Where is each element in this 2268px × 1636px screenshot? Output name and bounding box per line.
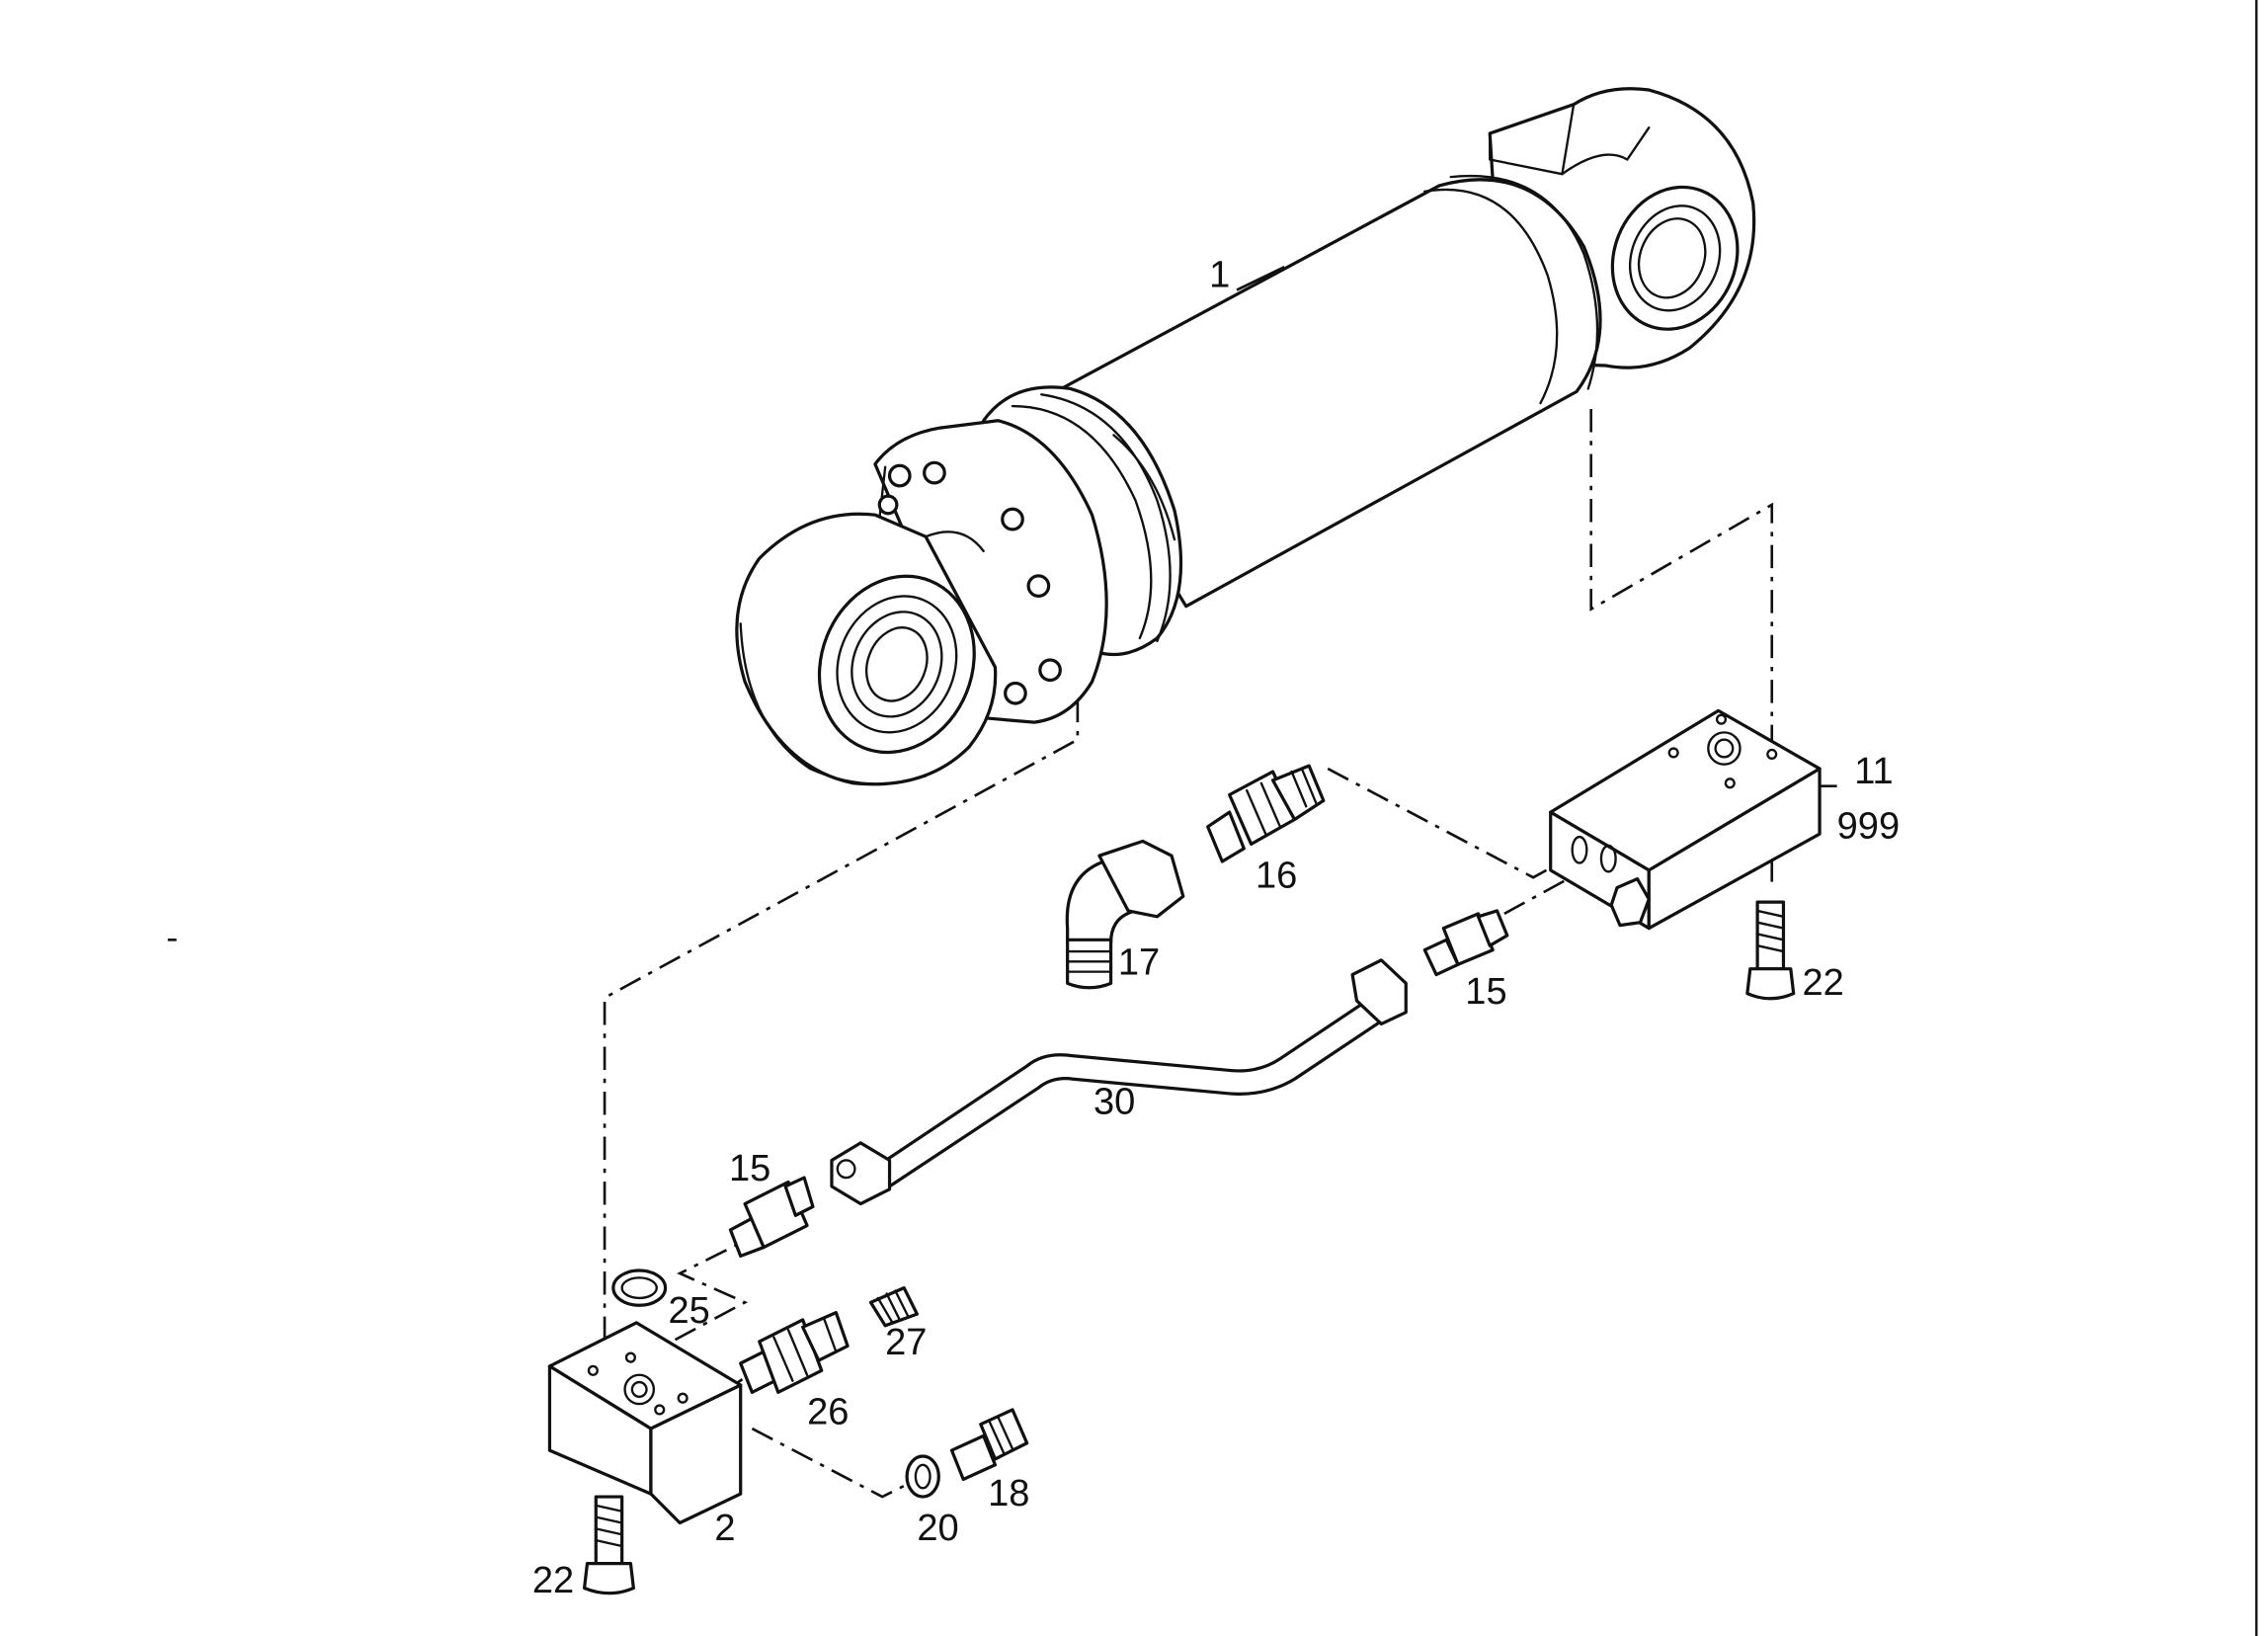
label-block-11: 11 — [1854, 750, 1894, 792]
fitting-16 — [1206, 764, 1326, 863]
label-fitting-15-upper: 15 — [1465, 970, 1506, 1013]
label-fitting-16: 16 — [1256, 854, 1297, 896]
elbow-17 — [1065, 839, 1185, 990]
part-number-labels: 1 11 999 16 17 15 22 30 15 25 27 26 18 2… — [532, 254, 1900, 1601]
label-plug-27: 27 — [885, 1321, 927, 1363]
fitting-15-lower — [728, 1176, 815, 1258]
fitting-26 — [739, 1311, 850, 1394]
plug-27 — [868, 1286, 919, 1328]
label-bolt-22-left: 22 — [532, 1559, 574, 1601]
label-bolt-22-right: 22 — [1803, 961, 1844, 1004]
valve-block-upper — [1549, 708, 1822, 931]
flange-bolts — [877, 460, 1062, 705]
label-fitting-15-lower: 15 — [729, 1147, 770, 1189]
bolt-22-right — [1745, 900, 1796, 1001]
scan-artifacts — [167, 0, 2258, 1636]
plug-18 — [949, 1408, 1029, 1482]
label-elbow-17: 17 — [1118, 941, 1160, 984]
oring-25 — [611, 1268, 668, 1307]
hydraulic-cylinder — [735, 87, 1756, 786]
fitting-15-upper — [1422, 909, 1509, 977]
label-leaders — [1236, 265, 1837, 788]
label-fitting-26: 26 — [807, 1391, 849, 1433]
label-plug-18: 18 — [988, 1472, 1029, 1514]
bolt-22-left — [582, 1495, 635, 1595]
label-cylinder: 1 — [1209, 254, 1230, 296]
label-block-999: 999 — [1837, 805, 1901, 848]
assembly-leader-lines — [603, 409, 1774, 1499]
label-block-2: 2 — [714, 1507, 735, 1549]
label-washer-20: 20 — [917, 1507, 958, 1549]
washer-20 — [905, 1454, 940, 1499]
label-tube-30: 30 — [1094, 1080, 1135, 1122]
valve-block-lower — [547, 1321, 743, 1525]
label-oring-25: 25 — [669, 1289, 710, 1332]
tube-30 — [830, 958, 1408, 1206]
